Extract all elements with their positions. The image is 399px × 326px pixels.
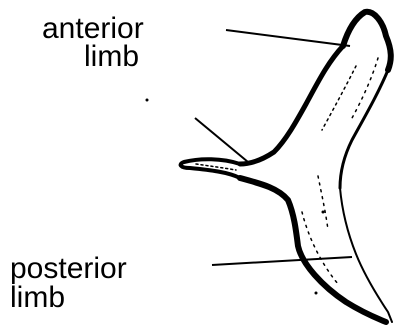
anterior-leader-line	[226, 30, 350, 46]
stipple-dot	[146, 99, 149, 102]
stipple-dot	[322, 211, 325, 214]
posterior-label-line2: limb	[10, 281, 65, 314]
anterior-label-line2: limb	[84, 40, 139, 73]
stipple-dot	[315, 292, 318, 295]
specimen-outline	[181, 12, 392, 322]
posterior-leader-line	[212, 257, 352, 265]
side-process-leader-line	[195, 118, 248, 162]
